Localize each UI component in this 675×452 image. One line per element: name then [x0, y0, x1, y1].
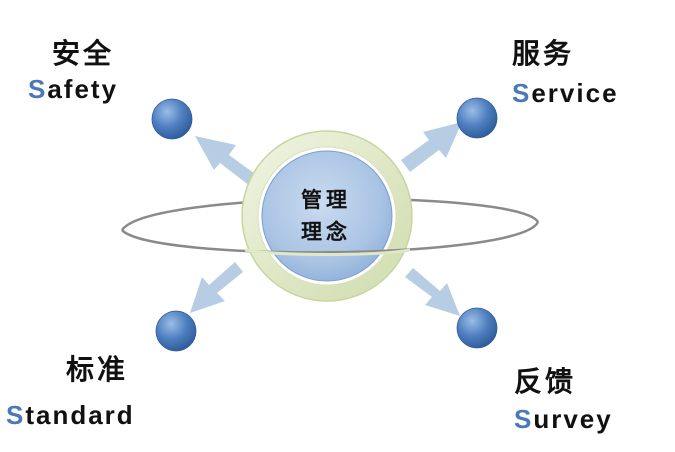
- label-safety-rest: afety: [47, 74, 119, 104]
- center-label-line1: 管理: [301, 188, 351, 212]
- arrow-survey: [405, 268, 460, 316]
- label-safety-en: Safety: [28, 72, 118, 106]
- label-survey-rest: urvey: [533, 404, 613, 434]
- arrow-safety: [195, 136, 258, 186]
- node-survey: [456, 307, 498, 349]
- label-standard-en: Standard: [6, 398, 135, 432]
- label-standard-rest: tandard: [25, 400, 135, 430]
- center-label-line2: 理念: [301, 220, 351, 244]
- center-circle: [261, 150, 393, 282]
- label-safety: 安全 Safety: [28, 36, 118, 106]
- label-service-initial: S: [512, 78, 532, 108]
- label-survey-initial: S: [514, 404, 534, 434]
- label-standard: 标准 Standard: [6, 352, 135, 432]
- label-safety-cn: 安全: [52, 37, 115, 70]
- label-survey-en: Survey: [514, 402, 613, 436]
- label-survey: 反馈 Survey: [514, 364, 613, 436]
- center-label: 管理 理念: [283, 184, 369, 248]
- label-survey-cn: 反馈: [514, 365, 577, 398]
- node-safety: [151, 98, 193, 140]
- orbit-ellipse-front: [121, 221, 540, 254]
- node-standard: [155, 310, 197, 352]
- label-standard-cn: 标准: [66, 353, 129, 386]
- label-service-cn: 服务: [512, 37, 575, 70]
- label-standard-initial: S: [6, 400, 26, 430]
- arrow-standard: [190, 262, 243, 313]
- arrow-service: [401, 122, 462, 172]
- orbit-ellipse-hidden-segment: [244, 248, 411, 256]
- label-service: 服务 Service: [512, 36, 619, 110]
- label-service-rest: ervice: [531, 78, 619, 108]
- label-service-en: Service: [512, 76, 619, 110]
- node-service: [456, 97, 498, 139]
- label-safety-initial: S: [28, 74, 48, 104]
